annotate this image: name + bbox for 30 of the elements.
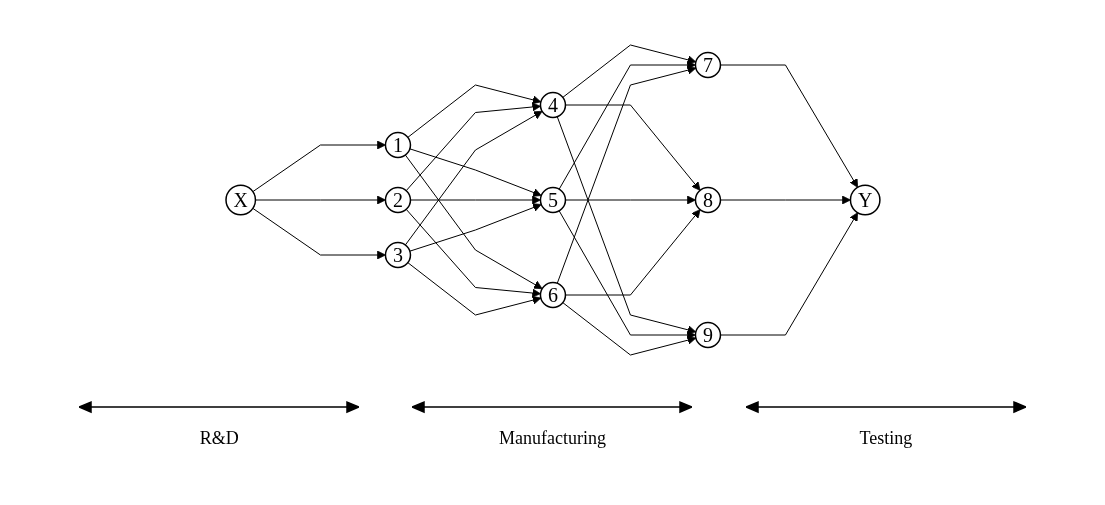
node-circle: 5	[539, 186, 566, 214]
node-circle: 2	[384, 186, 411, 214]
phase-label: Testing	[859, 428, 913, 449]
arrow	[251, 207, 386, 260]
arrow	[561, 44, 696, 98]
arrow	[251, 140, 386, 193]
node-circle: 3	[384, 241, 411, 269]
arrow	[404, 154, 543, 290]
node-circle: 6	[539, 281, 566, 309]
arrow	[405, 208, 541, 298]
arrow	[558, 60, 696, 190]
arrow	[408, 148, 542, 197]
arrow	[556, 116, 696, 335]
phase-label: R&D	[199, 428, 239, 449]
arrow	[556, 65, 696, 284]
arrow	[406, 262, 541, 316]
node-circle: 4	[539, 91, 566, 119]
arrow	[558, 210, 696, 340]
phase-label: Manufacturing	[499, 428, 606, 449]
arrow	[408, 203, 542, 252]
node-circle: 8	[694, 186, 721, 214]
arrow	[404, 110, 543, 246]
node-circle: 9	[694, 321, 721, 349]
node-circle: 7	[694, 51, 721, 79]
arrow	[405, 102, 541, 192]
arrow	[561, 302, 696, 356]
arrow	[406, 84, 541, 138]
node-circle: X	[224, 184, 256, 216]
node-circle: Y	[849, 184, 881, 216]
node-circle: 1	[384, 131, 411, 159]
